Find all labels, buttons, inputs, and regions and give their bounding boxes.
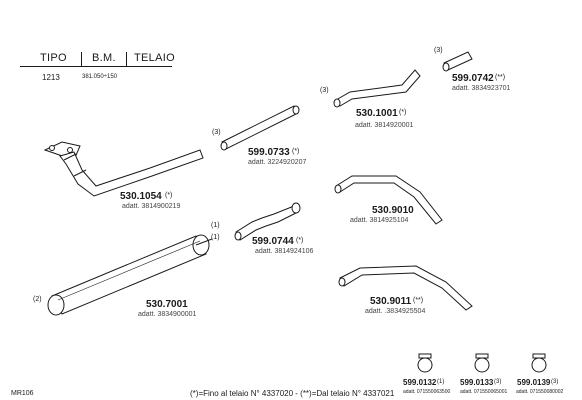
adatt-599-0742: adatt. 3834923701	[452, 85, 511, 92]
code-530-9011: 530.9011	[370, 296, 412, 307]
callout-599-0139: (3)	[551, 379, 559, 385]
tipo-value: 1213	[42, 73, 60, 82]
marker-530-1001: (*)	[399, 109, 407, 116]
clamp-599-0133-drawing	[474, 353, 490, 373]
adatt-530-7001: adatt. 3834900001	[138, 311, 197, 318]
marker-599-0742: (**)	[495, 74, 506, 81]
code-530-9010: 530.9010	[372, 205, 414, 216]
part-530-7001-drawing	[47, 234, 213, 316]
clamp-599-0139-drawing	[531, 353, 547, 373]
adatt-530-9011: adatt. .3834925504	[365, 308, 426, 315]
adatt-599-0132: adatt. 071550063500	[403, 389, 451, 395]
adatt-530-1054: adatt. 3814900219	[122, 203, 181, 210]
part-530-1001-drawing	[333, 69, 421, 108]
header-divider-1	[81, 52, 82, 66]
part-530-9010-drawing	[334, 175, 443, 225]
callout-599-0733: (3)	[212, 129, 221, 136]
part-599-0742-drawing	[442, 51, 473, 72]
callout-599-0133: (3)	[494, 379, 502, 385]
code-599-0139: 599.0139	[517, 378, 551, 387]
code-599-0133: 599.0133	[460, 378, 494, 387]
marker-599-0744: (*)	[296, 237, 304, 244]
header-bm: B.M.	[92, 52, 116, 64]
callout-530-7001-left: (2)	[33, 296, 42, 303]
adatt-530-1001: adatt. 3814920001	[355, 122, 414, 129]
bm-value: 381.050÷150	[82, 74, 117, 80]
page-code: MR106	[11, 390, 34, 397]
marker-530-1054: (*)	[165, 192, 173, 199]
callout-599-0132: (1)	[437, 379, 445, 385]
adatt-599-0744: adatt. 3814924106	[255, 248, 314, 255]
part-530-1054-drawing	[43, 141, 204, 197]
code-599-0742: 599.0742	[452, 73, 494, 84]
part-599-0733-drawing	[220, 105, 300, 151]
marker-530-9011: (**)	[413, 297, 424, 304]
code-599-0132: 599.0132	[403, 378, 437, 387]
adatt-599-0133: adatt. 071550065001	[460, 389, 508, 395]
part-530-9011-drawing	[338, 265, 473, 311]
callout-530-1001: (3)	[320, 87, 329, 94]
marker-599-0733: (*)	[292, 148, 300, 155]
code-599-0733: 599.0733	[248, 147, 290, 158]
header-telaio: TELAIO	[134, 52, 175, 64]
code-530-1001: 530.1001	[356, 108, 398, 119]
code-599-0744: 599.0744	[252, 236, 294, 247]
code-530-7001: 530.7001	[146, 299, 188, 310]
part-599-0744-drawing	[234, 202, 301, 241]
adatt-599-0733: adatt. 3224920207	[248, 159, 307, 166]
adatt-530-9010: adatt. 3814925104	[350, 217, 409, 224]
header-rule	[20, 66, 172, 67]
adatt-599-0139: adatt. 071550080002	[516, 389, 564, 395]
callout-530-7001-right: (1)	[211, 234, 220, 241]
clamp-599-0132-drawing	[417, 353, 433, 373]
header-tipo: TIPO	[40, 52, 67, 64]
header-divider-2	[126, 52, 127, 66]
footer-note: (*)=Fino al telaio N° 4337020 - (**)=Dal…	[190, 389, 395, 398]
code-530-1054: 530.1054	[120, 191, 162, 202]
callout-599-0744: (1)	[211, 222, 220, 229]
callout-599-0742: (3)	[434, 47, 443, 54]
